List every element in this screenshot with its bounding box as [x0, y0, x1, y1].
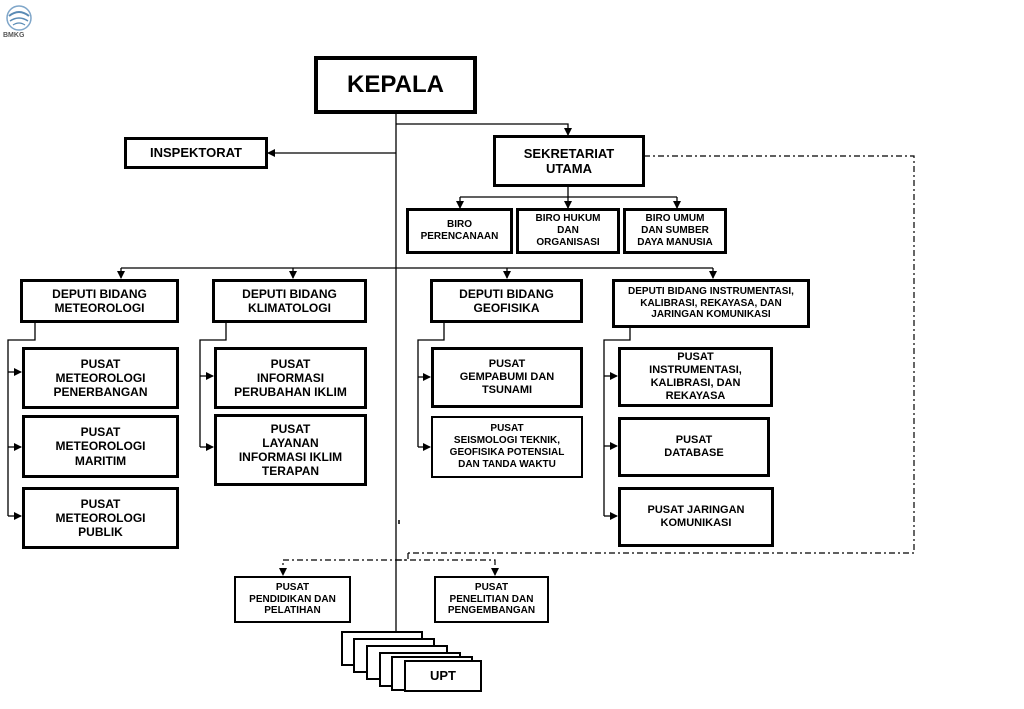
pusat-label: PUSAT PENDIDIKAN DAN PELATIHAN [249, 581, 336, 617]
pusat-database: PUSAT DATABASE [618, 417, 770, 477]
pusat-label: PUSAT GEMPABUMI DAN TSUNAMI [459, 358, 555, 396]
coordination-dash-line [408, 155, 915, 554]
instrumentasi-branch-line [603, 327, 631, 516]
pusat-label: PUSAT METEOROLOGI MARITIM [55, 425, 146, 468]
sekretariat-label: SEKRETARIAT UTAMA [523, 145, 615, 176]
pusat-label: PUSAT PENELITIAN DAN PENGEMBANGAN [447, 581, 536, 617]
kepala-label: KEPALA [347, 70, 444, 98]
pusat-instrumentasi-kalibrasi: PUSAT INSTRUMENTASI, KALIBRASI, DAN REKA… [618, 347, 773, 407]
pusat-label: PUSAT METEOROLOGI PENERBANGAN [53, 356, 148, 400]
pusat-label: PUSAT INFORMASI PERUBAHAN IKLIM [234, 356, 347, 400]
inspektorat-box: INSPEKTORAT [124, 137, 268, 169]
deputi-label-1: DEPUTI BIDANG METEOROLOGI [52, 286, 147, 315]
meteorologi-branch-line [7, 321, 36, 516]
pusat-label: PUSAT INSTRUMENTASI, KALIBRASI, DAN REKA… [649, 351, 742, 402]
deputi-box-instrumentasi: DEPUTI BIDANG INSTRUMENTASI, KALIBRASI, … [612, 279, 810, 328]
kepala-box: KEPALA [314, 56, 477, 114]
coordination-dash-left [279, 553, 409, 576]
pusat-label: PUSAT DATABASE [664, 434, 724, 459]
deputi-box-geofisika: DEPUTI BIDANG GEOFISIKA [430, 279, 583, 323]
pusat-jaringan-komunikasi: PUSAT JARINGAN KOMUNIKASI [618, 487, 774, 547]
pusat-label: PUSAT JARINGAN KOMUNIKASI [647, 504, 745, 529]
pusat-meteorologi-publik: PUSAT METEOROLOGI PUBLIK [22, 487, 179, 549]
pusat-penelitian-pengembangan: PUSAT PENELITIAN DAN PENGEMBANGAN [434, 576, 549, 623]
biro-box-2: BIRO HUKUM DAN ORGANISASI [516, 208, 620, 254]
inspektorat-label: INSPEKTORAT [150, 145, 242, 161]
pusat-label: PUSAT METEOROLOGI PUBLIK [55, 496, 146, 540]
sekretariat-connector [396, 123, 572, 136]
biro-label-3: BIRO UMUM DAN SUMBER DAYA MANUSIA [637, 213, 713, 248]
pusat-label: PUSAT LAYANAN INFORMASI IKLIM TERAPAN [238, 421, 343, 479]
deputi-box-klimatologi: DEPUTI BIDANG KLIMATOLOGI [212, 279, 367, 323]
biro-label-1: BIRO PERENCANAAN [420, 219, 499, 242]
pusat-meteorologi-maritim: PUSAT METEOROLOGI MARITIM [22, 415, 179, 478]
biro-box-3: BIRO UMUM DAN SUMBER DAYA MANUSIA [623, 208, 727, 254]
deputi-label-2: DEPUTI BIDANG KLIMATOLOGI [242, 286, 337, 315]
logo-text: BMKG [3, 32, 25, 39]
pusat-pendidikan-pelatihan: PUSAT PENDIDIKAN DAN PELATIHAN [234, 576, 351, 623]
pusat-layanan-informasi-iklim: PUSAT LAYANAN INFORMASI IKLIM TERAPAN [214, 414, 367, 486]
biro-label-2: BIRO HUKUM DAN ORGANISASI [535, 213, 601, 248]
pusat-label: PUSAT SEISMOLOGI TEKNIK, GEOFISIKA POTEN… [449, 423, 565, 470]
deputi-label-3: DEPUTI BIDANG GEOFISIKA [459, 286, 554, 315]
bmkg-logo-icon [6, 5, 32, 31]
pusat-informasi-perubahan-iklim: PUSAT INFORMASI PERUBAHAN IKLIM [214, 347, 367, 409]
geofisika-branch-line [417, 323, 445, 447]
sekretariat-box: SEKRETARIAT UTAMA [493, 135, 645, 187]
pusat-gempabumi-tsunami: PUSAT GEMPABUMI DAN TSUNAMI [431, 347, 583, 408]
biro-box-1: BIRO PERENCANAAN [406, 208, 513, 254]
deputi-box-meteorologi: DEPUTI BIDANG METEOROLOGI [20, 279, 179, 323]
coordination-dash-right [396, 559, 499, 576]
deputi-label-4: DEPUTI BIDANG INSTRUMENTASI, KALIBRASI, … [628, 285, 794, 321]
klimatologi-branch-line [199, 323, 227, 447]
upt-label: UPT [430, 668, 456, 684]
upt-box: UPT [404, 660, 482, 692]
pusat-meteorologi-penerbangan: PUSAT METEOROLOGI PENERBANGAN [22, 347, 179, 409]
pusat-seismologi-teknik: PUSAT SEISMOLOGI TEKNIK, GEOFISIKA POTEN… [431, 416, 583, 478]
